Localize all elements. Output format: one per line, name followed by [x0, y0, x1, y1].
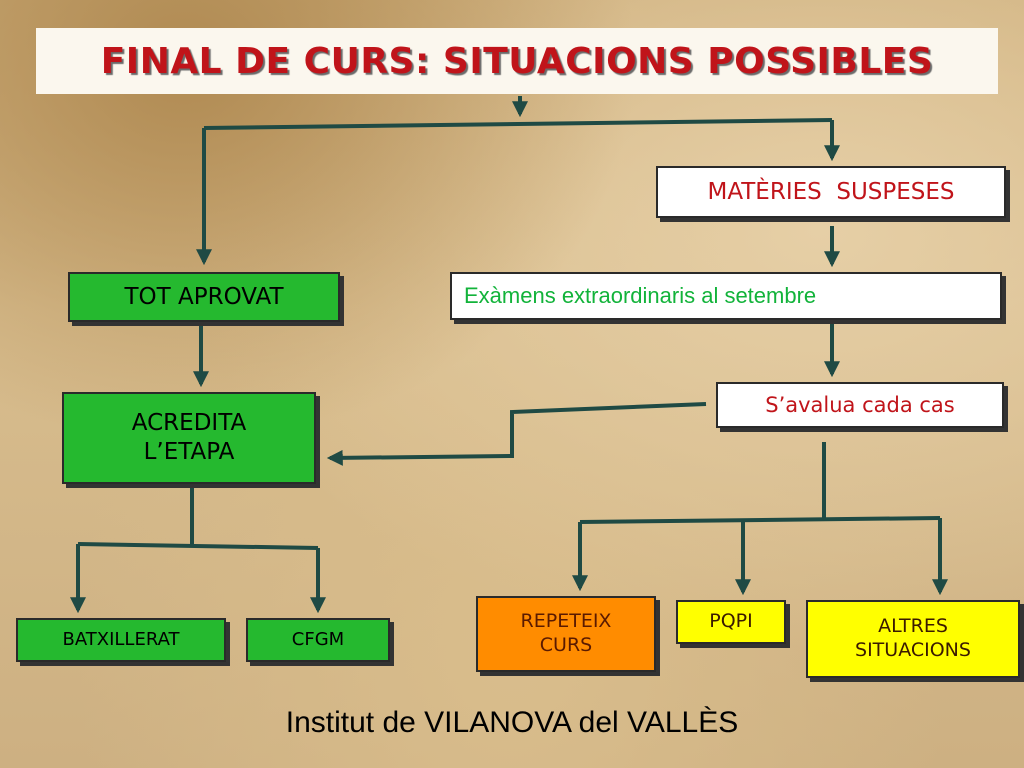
title-banner: FINAL DE CURS: SITUACIONS POSSIBLES [36, 28, 998, 94]
line-acredita-split [77, 542, 319, 550]
node-repeteix-curs: REPETEIX CURS [476, 596, 656, 672]
footer-institution: Institut de VILANOVA del VALLÈS [285, 706, 739, 739]
arrow-savalua-acredita [326, 402, 707, 466]
node-materies-suspeses-label: MATÈRIES SUSPESES [707, 178, 955, 205]
node-acredita-line1: ACREDITA [131, 410, 247, 437]
node-pqpi-label: PQPI [709, 610, 753, 633]
node-acredita-line2: L’ETAPA [143, 439, 235, 465]
node-materies-suspeses: MATÈRIES SUSPESES [656, 166, 1006, 218]
node-savalua: S’avalua cada cas [716, 382, 1004, 428]
page-title: FINAL DE CURS: SITUACIONS POSSIBLES [100, 40, 934, 82]
node-repeteix-line2: CURS [539, 634, 593, 656]
node-acredita-etapa: ACREDITA L’ETAPA [62, 392, 316, 484]
node-examens: Exàmens extraordinaris al setembre [450, 272, 1002, 320]
node-savalua-label: S’avalua cada cas [765, 392, 955, 417]
node-examens-label: Exàmens extraordinaris al setembre [464, 283, 817, 309]
node-cfgm-label: CFGM [291, 628, 345, 650]
node-tot-aprovat: TOT APROVAT [68, 272, 340, 322]
node-batxillerat: BATXILLERAT [16, 618, 226, 662]
line-savalua-split [579, 516, 941, 524]
node-batxillerat-label: BATXILLERAT [62, 628, 180, 650]
node-tot-aprovat-label: TOT APROVAT [124, 283, 284, 310]
node-pqpi: PQPI [676, 600, 786, 644]
node-cfgm: CFGM [246, 618, 390, 662]
line-main-split [203, 118, 833, 130]
node-altres-line1: ALTRES [878, 615, 948, 638]
node-repeteix-line1: REPETEIX [520, 610, 612, 633]
node-altres-line2: SITUACIONS [855, 639, 971, 661]
node-altres-situacions: ALTRES SITUACIONS [806, 600, 1020, 678]
